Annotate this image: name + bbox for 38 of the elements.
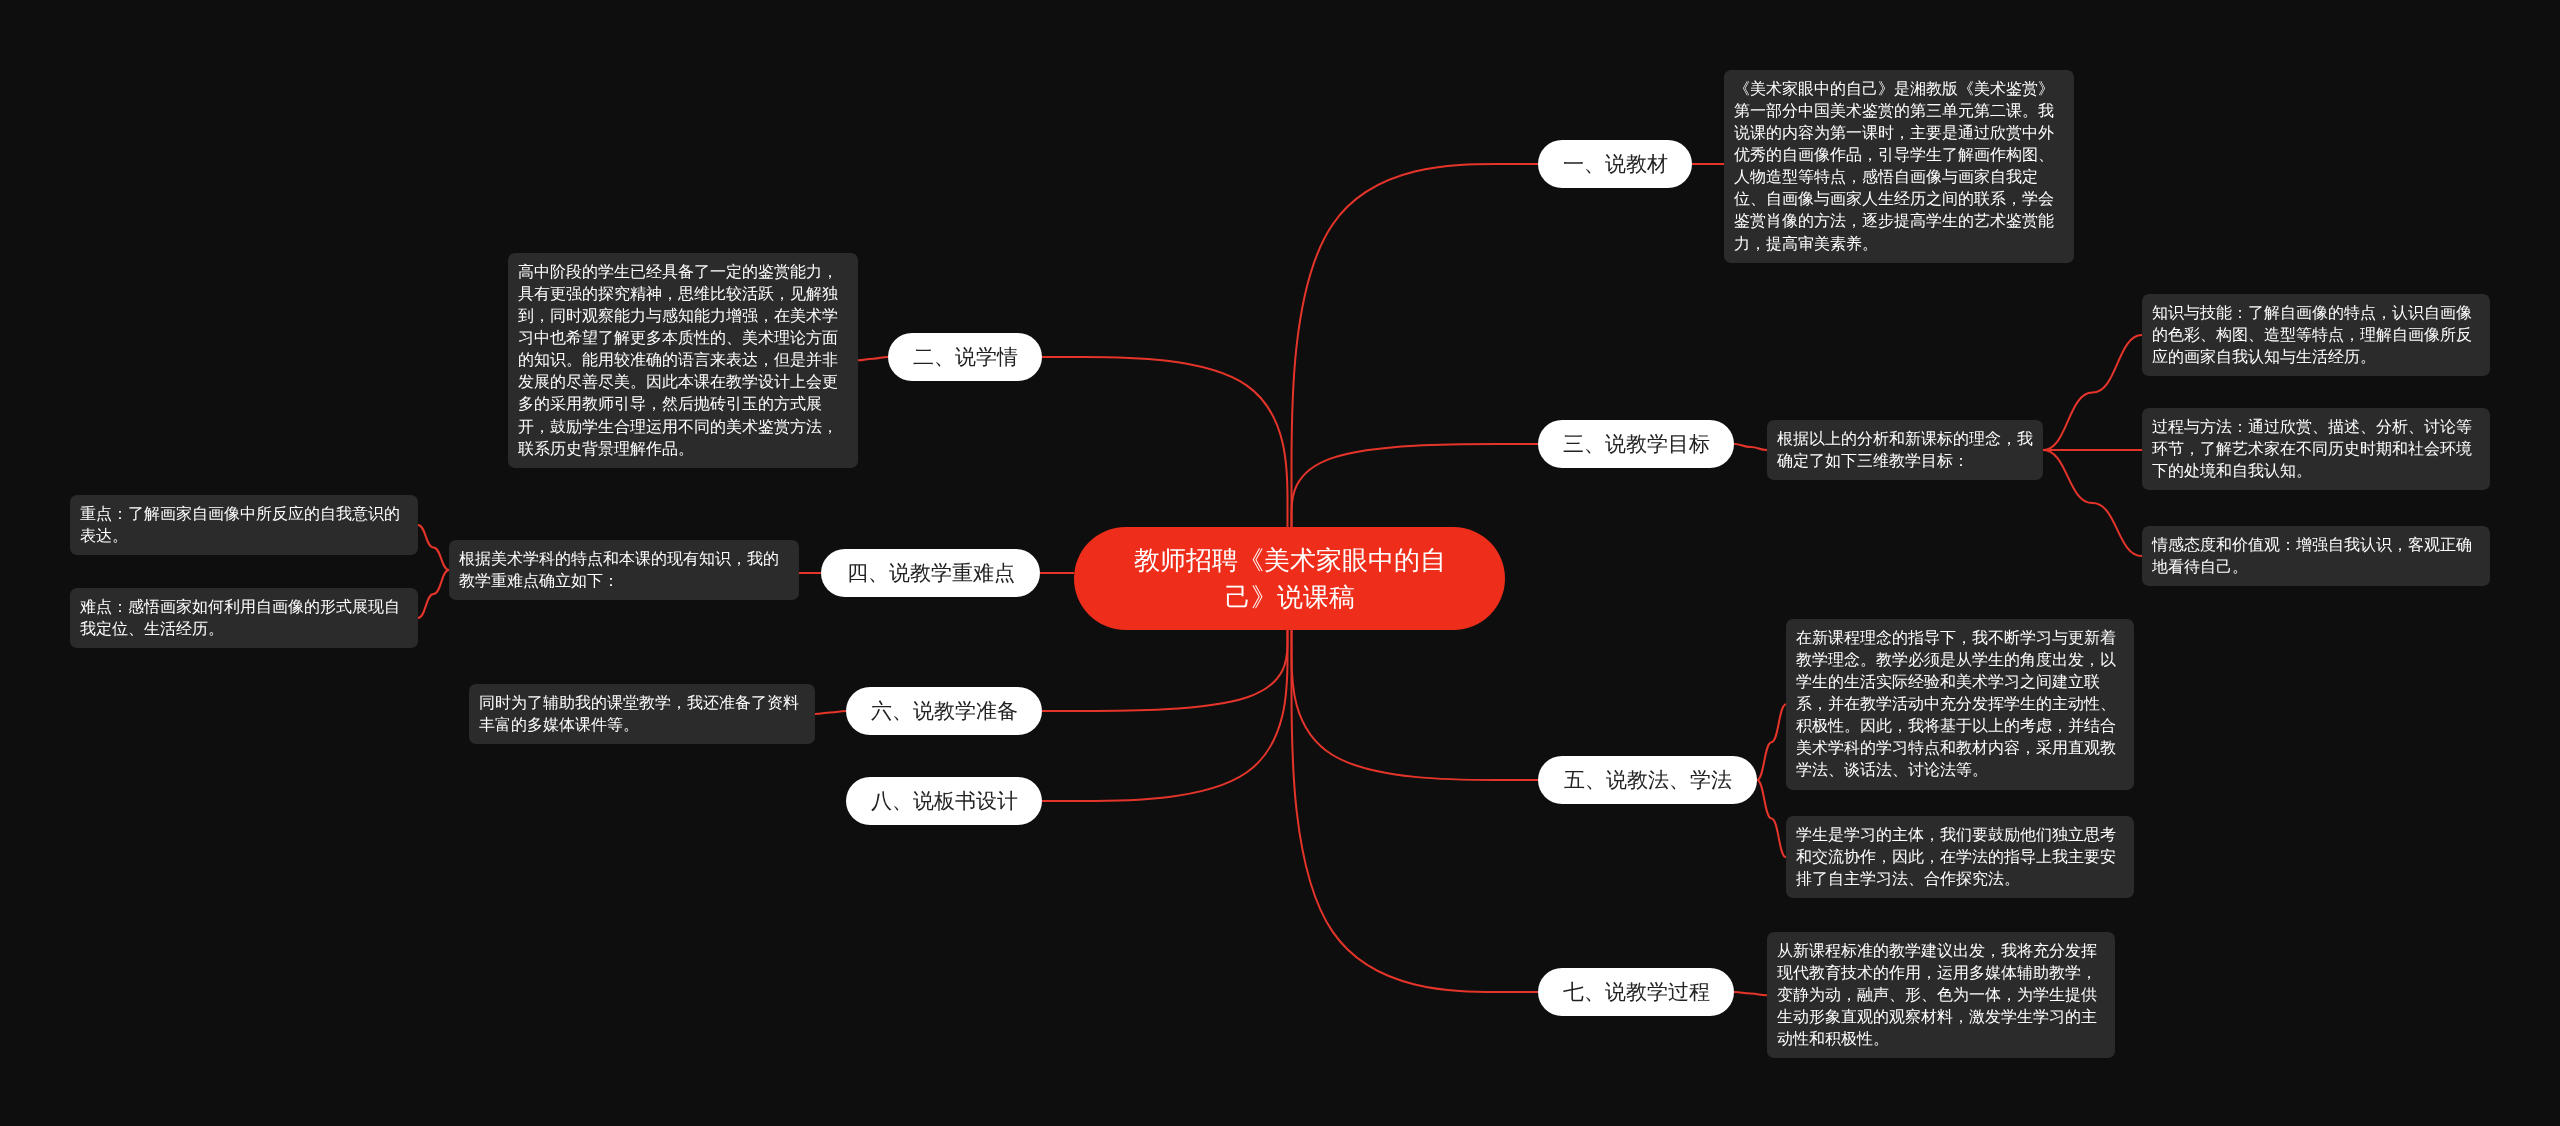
central-topic: 教师招聘《美术家眼中的自己》说课稿 <box>1074 527 1505 630</box>
connector-line <box>2042 449 2143 558</box>
branch-topic: 六、说教学准备 <box>846 687 1042 735</box>
note-card: 从新课程标准的教学建议出发，我将充分发挥现代教育技术的作用，运用多媒体辅助教学，变静为动，融声、形、色为一体，为学生提供生动形象直观的观察材料，激发学生学习的主动性和积极性。 <box>1767 932 2115 1059</box>
connector-line <box>1039 572 1075 574</box>
branch-topic: 一、说教材 <box>1538 140 1692 188</box>
connector-line <box>1733 991 1768 997</box>
note-card: 同时为了辅助我的课堂教学，我还准备了资料丰富的多媒体课件等。 <box>469 684 815 745</box>
branch-topic: 八、说板书设计 <box>846 777 1042 825</box>
note-card: 难点：感悟画家如何利用自画像的形式展现自我定位、生活经历。 <box>70 588 418 649</box>
connector-line <box>417 524 450 572</box>
connector-line <box>1756 779 1787 859</box>
branch-topic: 七、说教学过程 <box>1538 968 1734 1016</box>
note-card: 重点：了解画家自画像中所反应的自我意识的表达。 <box>70 495 418 556</box>
note-card: 《美术家眼中的自己》是湘教版《美术鉴赏》第一部分中国美术鉴赏的第三单元第二课。我说课的内容为第一课时，主要是通过欣赏中外优秀的自画像作品，引导学生了解画作构图、人物造型等特点，感悟自画像与画家自我定位、自画像与画家人生经历之间的联系，学会鉴赏肖像的方法，逐步提高学生的艺术鉴赏能力，提高审美素养。 <box>1724 70 2074 263</box>
note-card: 知识与技能：了解自画像的特点，认识自画像的色彩、构图、造型等特点，理解自画像所反应的画家自我认知与生活经历。 <box>2142 294 2490 377</box>
note-card: 学生是学习的主体，我们要鼓励他们独立思考和交流协作，因此，在学法的指导上我主要安排了自主学习法、合作探究法。 <box>1786 816 2134 899</box>
connector-line <box>417 569 450 620</box>
note-card: 过程与方法：通过欣赏、描述、分析、讨论等环节，了解艺术家在不同历史时期和社会环境下的处境和自我认知。 <box>2142 408 2490 491</box>
connector-line <box>1733 443 1768 452</box>
note-card: 情感态度和价值观：增强自我认识，客观正确地看待自己。 <box>2142 526 2490 587</box>
connector-line <box>1041 356 1289 528</box>
branch-topic: 二、说学情 <box>888 333 1042 381</box>
connector-line <box>857 356 889 362</box>
connector-line <box>1756 703 1787 781</box>
branch-topic: 三、说教学目标 <box>1538 420 1734 468</box>
note-card: 根据以上的分析和新课标的理念，我确定了如下三维教学目标： <box>1767 420 2043 481</box>
note-card: 根据美术学科的特点和本课的现有知识，我的教学重难点确立如下： <box>449 540 799 601</box>
connector-line <box>1041 629 1289 802</box>
note-card: 高中阶段的学生已经具备了一定的鉴赏能力，具有更强的探究精神，思维比较活跃，见解独到，同时观察能力与感知能力增强，在美术学习中也希望了解更多本质性的、美术理论方面的知识。能用较准确的语言来表达，但是并非发展的尽善尽美。因此本课在教学设计上会更多的采用教师引导，然后抛砖引玉的方式展开，鼓励学生合理运用不同的美术鉴赏方法，联系历史背景理解作品。 <box>508 253 858 468</box>
connector-line <box>1290 443 1539 528</box>
connector-line <box>1290 629 1539 993</box>
branch-topic: 四、说教学重难点 <box>821 549 1040 597</box>
connector-line <box>1691 163 1725 165</box>
connector-line <box>814 710 847 716</box>
branch-topic: 五、说教法、学法 <box>1538 756 1757 804</box>
note-card: 在新课程理念的指导下，我不断学习与更新着教学理念。教学必须是从学生的角度出发，以学生的生活实际经验和美术学习之间建立联系，并在教学活动中充分发挥学生的主动性、积极性。因此，我将基于以上的考虑，并结合美术学科的学习特点和教材内容，采用直观教学法、谈话法、讨论法等。 <box>1786 619 2134 790</box>
connector-line <box>798 572 822 574</box>
